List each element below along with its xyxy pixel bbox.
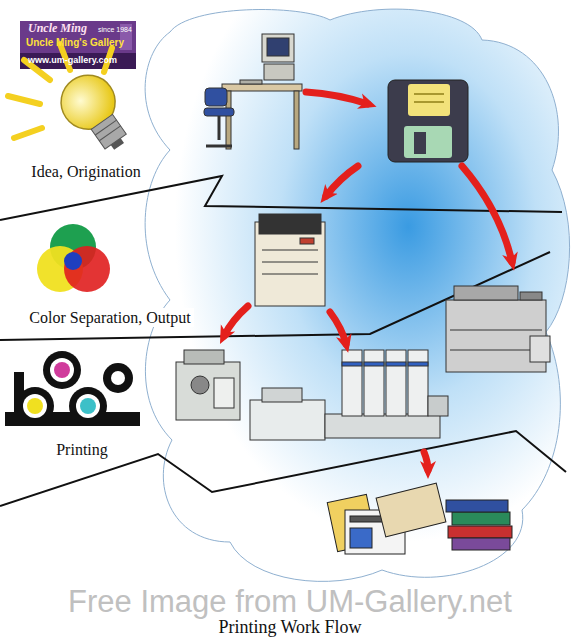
stage-band: Color Separation, Output <box>26 308 193 327</box>
logo-text: Uncle Ming <box>28 22 87 36</box>
caption: Printing Work Flow <box>218 617 361 638</box>
flow-arrows <box>224 92 512 470</box>
watermark: Free Image from UM-Gallery.net <box>68 584 512 620</box>
logo-text: Uncle Ming's Gallery <box>26 37 124 49</box>
printed-products <box>327 483 512 554</box>
floppy-disk <box>388 80 468 162</box>
stage-label: Idea, Origination <box>28 162 143 181</box>
stage-label: Color Separation, Output <box>26 308 193 327</box>
computer-desk <box>204 34 302 149</box>
stage-band: Printing <box>53 440 111 459</box>
color-circles <box>37 224 110 292</box>
small-press <box>176 350 240 420</box>
four-color-press <box>250 350 448 440</box>
imagesetter <box>255 214 325 306</box>
logo-text: since 1984 <box>98 26 132 34</box>
press-symbol <box>5 351 140 426</box>
stage-label: Printing <box>53 440 111 459</box>
stage-band: Idea, Origination <box>28 162 143 181</box>
copier <box>446 286 550 372</box>
cloud-region <box>145 9 569 581</box>
stage-dividers <box>0 176 566 506</box>
logo-text: www.um-gallery.com <box>28 55 117 65</box>
idea-bulb <box>8 44 141 162</box>
logo-badge <box>20 21 136 69</box>
